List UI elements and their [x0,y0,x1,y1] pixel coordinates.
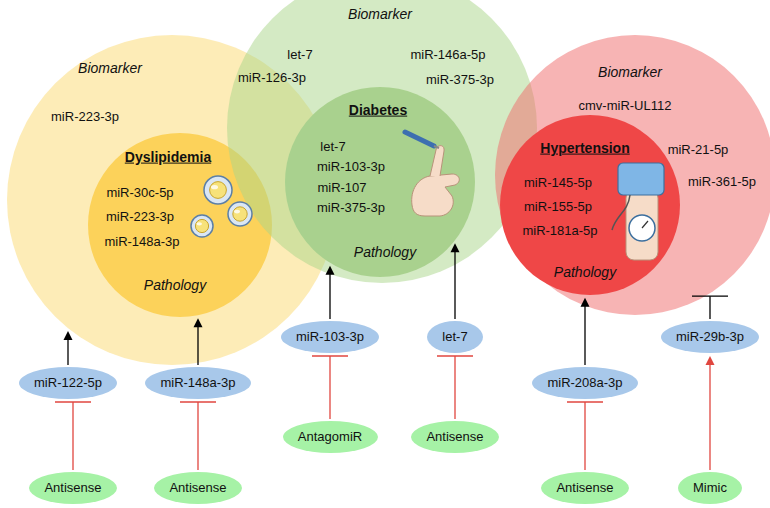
category-label: Biomarker [598,64,662,81]
connector-line [67,338,68,365]
ellipse-label: Antisense [426,429,483,445]
inhibition-bar [180,401,216,402]
inhibition-bar [567,401,603,402]
activation-arrow [64,331,73,365]
inhibition-bar [55,401,91,402]
activation-arrow [706,356,715,470]
ellipse-label: Antisense [169,480,226,496]
therapy-ellipse: Antisense [29,472,117,504]
arrow-head [326,266,335,275]
activation-arrow [194,318,203,365]
inhibition-bar [312,355,348,356]
mirna-label: miR-146a-5p [410,47,485,63]
diabetes-pathology-circle: Diabetes let-7 miR-103-3p miR-107 miR-375-3p… [285,87,475,277]
mirna-label: miR-375-3p [317,200,385,216]
therapy-ellipse: Mimic [678,472,742,504]
activation-arrow [326,266,335,319]
lipoprotein-icon [228,202,252,226]
mirna-label: miR-375-3p [426,72,494,88]
connector-line [584,305,585,365]
activation-arrow [581,298,590,365]
inhibition-line [180,402,216,470]
ellipse-label: miR-103-3p [296,329,364,345]
arrow-head [581,298,590,307]
mirna-label: miR-361-5p [688,174,756,190]
ellipse-label: let-7 [442,329,467,345]
mirna-ellipse: let-7 [427,321,483,353]
mirna-label: miR-148a-3p [104,234,179,250]
mirna-label: miR-145-5p [524,175,592,191]
arrow-head [64,331,73,340]
mirna-label: miR-21-5p [668,142,729,158]
connector-line [454,356,455,419]
ellipse-label: Antisense [44,480,101,496]
mirna-label: miR-30c-5p [106,185,173,201]
mirna-label: miR-107 [317,180,366,196]
category-label: Pathology [554,264,616,281]
mirna-ellipse: miR-208a-3p [532,367,638,399]
ellipse-label: miR-208a-3p [547,375,622,391]
therapy-ellipse: Antisense [154,472,242,504]
connector-line [584,402,585,470]
lipoprotein-icon [204,176,232,204]
disease-title: Diabetes [349,102,407,119]
hypertension-biomarker-circle: Biomarker cmv-miR-UL112 miR-21-5p miR-361-5… [495,35,770,315]
mirna-ellipse: miR-29b-3p [661,321,759,353]
disease-title: Hypertension [540,140,629,157]
connector-line [197,325,198,365]
inhibition-bar [437,355,473,356]
inhibition-line [437,356,473,419]
arrow-head [194,318,203,327]
connector-line [329,356,330,419]
mirna-label: miR-155-5p [524,199,592,215]
mirna-ellipse: miR-103-3p [281,321,379,353]
ellipse-label: miR-122-5p [34,375,102,391]
connector-line [72,402,73,470]
connector-line [197,402,198,470]
mirna-label: miR-126-3p [238,70,306,86]
ellipse-label: Mimic [693,480,727,496]
mirna-label: let-7 [320,139,345,155]
hypertension-pathology-circle: Hypertension miR-145-5p miR-155-5p miR-181a… [500,115,680,295]
mirna-ellipse: miR-148a-3p [145,367,251,399]
mirna-label: miR-223-3p [51,109,119,125]
mirna-label: miR-181a-5p [522,223,597,239]
disease-title: Dyslipidemia [125,149,211,166]
category-label: Pathology [354,244,416,261]
connector-line [709,296,710,319]
mirna-ellipse: miR-122-5p [19,367,117,399]
finger-prick-icon [405,132,459,216]
category-label: Pathology [144,277,206,294]
arrow-head [706,356,715,365]
inhibition-line [55,402,91,470]
ellipse-label: miR-148a-3p [160,375,235,391]
therapy-ellipse: Antisense [541,472,629,504]
ellipse-label: Antisense [556,480,613,496]
therapy-ellipse: Antisense [411,421,499,453]
category-label: Biomarker [348,6,412,23]
inhibition-line [567,402,603,470]
therapy-ellipse: AntagomiR [283,421,378,453]
lipoprotein-icon [191,215,213,237]
arrow-head [451,243,460,252]
connector-line [709,363,710,470]
inhibition-line [312,356,348,419]
mirna-label: miR-223-3p [106,209,174,225]
category-label: Biomarker [78,60,142,77]
connector-line [329,273,330,319]
ellipse-label: AntagomiR [298,429,362,445]
inhibition-line [692,296,728,319]
ellipse-label: miR-29b-3p [676,329,744,345]
mirna-label: let-7 [287,47,312,63]
blood-pressure-cuff-icon [612,163,664,260]
mirna-label: miR-103-3p [317,159,385,175]
inhibition-bar [692,296,728,297]
connector-line [454,250,455,319]
activation-arrow [451,243,460,319]
mirna-label: cmv-miR-UL112 [579,98,672,114]
